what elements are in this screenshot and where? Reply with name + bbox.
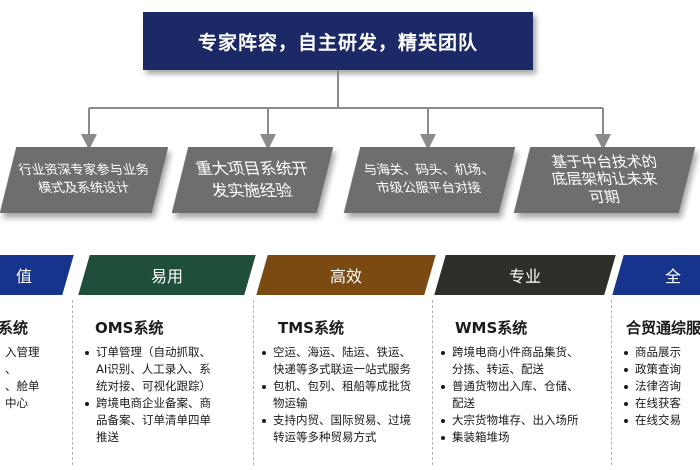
list-item: 跨境电商小件商品集货、 xyxy=(441,344,579,361)
column-title: OMS系统 xyxy=(95,319,164,337)
column-oms-system: OMS系统 订单管理（自动抓取、 AI识别、人工录入、系 统对接、可视化跟踪） … xyxy=(73,300,254,465)
column-title: 系统 xyxy=(0,319,29,337)
list-item: 、 xyxy=(0,361,40,378)
feature-list: 订单管理（自动抓取、 AI识别、人工录入、系 统对接、可视化跟踪） 跨境电商企业… xyxy=(85,344,211,446)
banner-efficient: 高效 xyxy=(256,255,436,295)
list-item: 跨境电商企业备案、商 xyxy=(85,395,211,412)
list-item: 在线获客 xyxy=(624,395,681,412)
list-item: 集装箱堆场 xyxy=(441,429,579,446)
list-item: 法律咨询 xyxy=(624,378,681,395)
feature-list: 商品展示 政策查询 法律咨询 在线获客 在线交易 xyxy=(624,344,681,429)
strength-expert-design: 行业资深专家参与业务模式及系统设计 xyxy=(0,147,169,213)
main-title: 专家阵容，自主研发，精英团队 xyxy=(143,12,533,70)
list-item: 普通货物出入库、仓储、 xyxy=(441,378,579,395)
list-item-cont: 物运输 xyxy=(273,396,308,410)
column-wms-system: WMS系统 跨境电商小件商品集货、 分拣、转运、配送 普通货物出入库、仓储、 配… xyxy=(433,300,612,465)
column-hemaotong-service: 合贸通综服 商品展示 政策查询 法律咨询 在线获客 在线交易 xyxy=(612,300,700,465)
strength-middle-platform: 基于中台技术的底层架构让未来可期 xyxy=(513,147,696,213)
column-title: TMS系统 xyxy=(278,319,344,337)
list-item: 包机、包列、租船等成批货 xyxy=(262,378,411,395)
column-tms-system: TMS系统 空运、海运、陆运、铁运、 快递等多式联运一站式服务 包机、包列、租船… xyxy=(254,300,433,465)
list-item: 大宗货物堆存、出入场所 xyxy=(441,412,579,429)
list-item: 支持内贸、国际贸易、过境 xyxy=(262,412,411,429)
list-item: 入管理 xyxy=(0,344,40,361)
list-item-cont: AI识别、人工录入、系 xyxy=(96,362,211,376)
banner-value: 值 xyxy=(0,255,74,295)
list-item-cont: 品备案、订单清单四单 xyxy=(96,413,211,427)
list-item-cont: 推送 xyxy=(96,430,119,444)
column-title: 合贸通综服 xyxy=(626,319,700,337)
feature-list: 入管理 、 、舱单 中心 xyxy=(0,344,40,412)
list-item-cont: 配送 xyxy=(452,396,475,410)
strength-project-experience: 重大项目系统开发实施经验 xyxy=(171,147,334,213)
feature-list: 空运、海运、陆运、铁运、 快递等多式联运一站式服务 包机、包列、租船等成批货 物… xyxy=(262,344,411,446)
list-item-cont: 转运等多种贸易方式 xyxy=(273,430,377,444)
strength-platform-integration: 与海关、码头、机场、市级公服平台对接 xyxy=(343,147,516,213)
list-item-cont: 分拣、转运、配送 xyxy=(452,362,544,376)
banner-easy: 易用 xyxy=(78,255,256,295)
column-customs-system: 系统 入管理 、 、舱单 中心 xyxy=(0,300,73,465)
list-item: 中心 xyxy=(0,395,40,412)
list-item-cont: 统对接、可视化跟踪） xyxy=(96,379,211,393)
list-item: 政策查询 xyxy=(624,361,681,378)
column-title: WMS系统 xyxy=(455,319,528,337)
list-item: 商品展示 xyxy=(624,344,681,361)
feature-list: 跨境电商小件商品集货、 分拣、转运、配送 普通货物出入库、仓储、 配送 大宗货物… xyxy=(441,344,579,446)
list-item: 订单管理（自动抓取、 xyxy=(85,344,211,361)
list-item: 、舱单 xyxy=(0,378,40,395)
banner-professional: 专业 xyxy=(434,255,616,295)
list-item: 空运、海运、陆运、铁运、 xyxy=(262,344,411,361)
banner-complete: 全 xyxy=(612,255,700,295)
list-item-cont: 快递等多式联运一站式服务 xyxy=(273,362,411,376)
list-item: 在线交易 xyxy=(624,412,681,429)
